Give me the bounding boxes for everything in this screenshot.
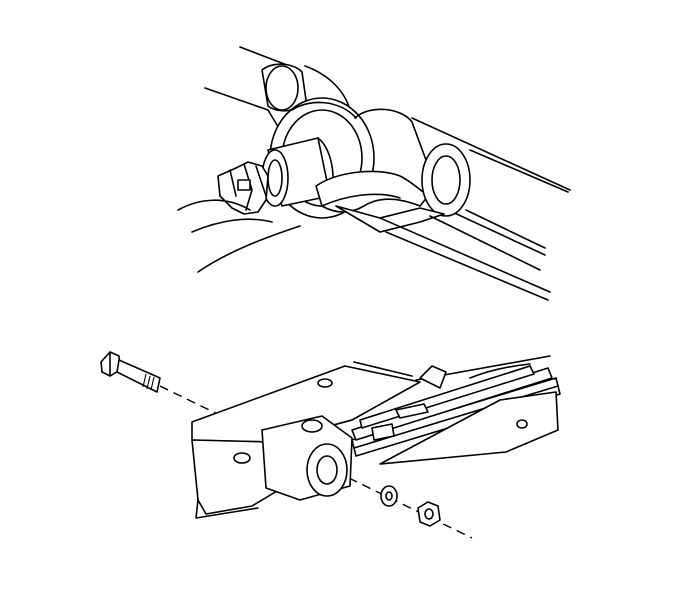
- leaf-spring: [351, 365, 561, 457]
- bolt: [100, 351, 161, 393]
- lower-bracket: [335, 205, 551, 301]
- axle-tube: [354, 108, 571, 256]
- upper-panel: [177, 46, 571, 301]
- yoke-flange: [217, 161, 269, 215]
- bushing: [261, 415, 353, 501]
- washer: [380, 485, 398, 507]
- nut: [417, 501, 441, 527]
- lower-panel: [100, 351, 561, 539]
- frame-rail: [379, 355, 559, 465]
- wire-lines: [177, 199, 301, 273]
- hanger-clip: [315, 170, 429, 213]
- frame-bracket: [191, 361, 421, 519]
